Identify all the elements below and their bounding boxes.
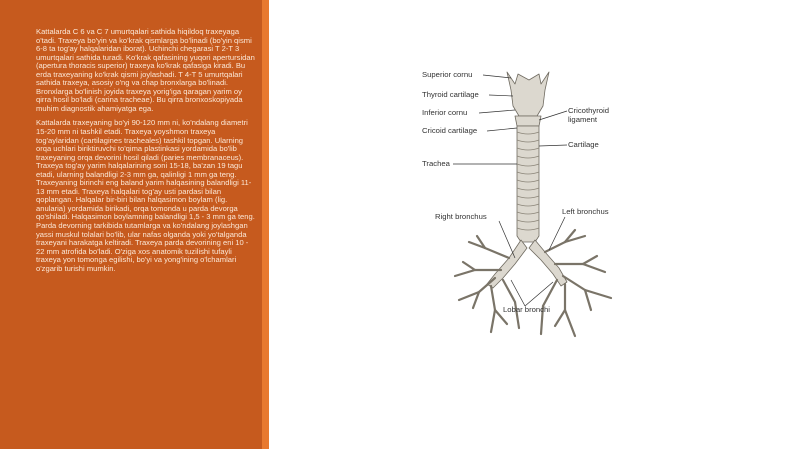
cartilage-rings [516,131,540,231]
accent-bar [262,0,269,449]
label-right-bronchus: Right bronchus [435,212,487,221]
paragraph-2: Kattalarda traxeyaning bo'yi 90-120 mm n… [36,118,255,273]
label-inferior-cornu: Inferior cornu [422,108,468,117]
trachea-illustration: Superior cornu Thyroid cartilage Inferio… [415,66,645,366]
lobar-bronchi-branches [453,228,613,338]
label-left-bronchus: Left bronchus [562,207,609,216]
leader-lines [453,74,568,307]
label-cartilage: Cartilage [568,140,599,149]
trachea-drawing [453,71,613,338]
left-bronchus-shape [528,239,568,287]
thyroid-cartilage-shape [506,71,550,117]
text-panel: Kattalarda C 6 va C 7 umurtqalari sathid… [0,0,262,449]
label-cricothyroid-ligament: Cricothyroid ligament [568,106,610,124]
right-bronchus-shape [486,239,528,289]
label-superior-cornu: Superior cornu [422,70,473,79]
paragraph-1: Kattalarda C 6 va C 7 umurtqalari sathid… [36,27,255,113]
label-trachea: Trachea [422,159,450,168]
label-lobar-bronchi: Lobar bronchi [503,305,551,314]
trachea-shape [516,125,540,243]
label-thyroid-cartilage: Thyroid cartilage [422,90,479,99]
label-cricoid-cartilage: Cricoid cartilage [422,126,478,135]
cricoid-cartilage-shape [514,115,542,127]
text-block: Kattalarda C 6 va C 7 umurtqalari sathid… [36,27,258,279]
